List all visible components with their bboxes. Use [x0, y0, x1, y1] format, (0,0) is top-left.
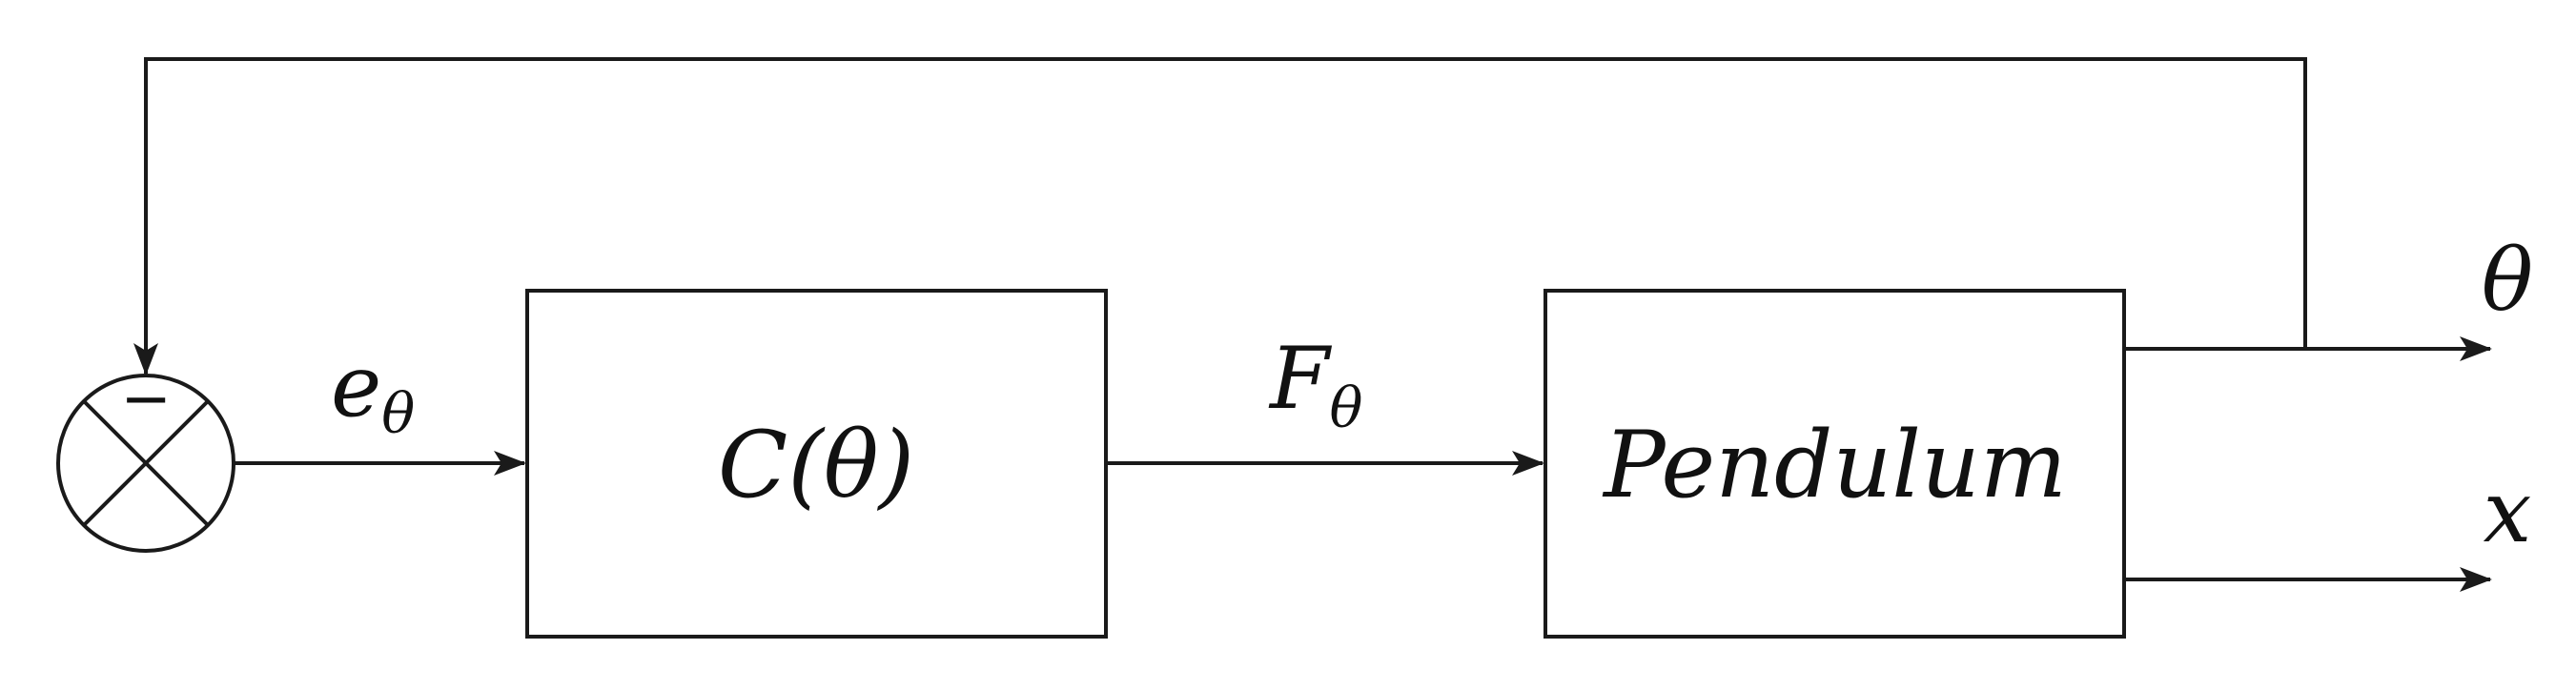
pendulum-box	[1544, 289, 2126, 639]
summing-junction: −	[56, 364, 235, 553]
pendulum-block: Pendulum	[1544, 289, 2126, 639]
pendulum-label: Pendulum	[1602, 412, 2067, 518]
x-output-label: x	[2484, 462, 2532, 562]
error-signal-label: eθ	[331, 336, 415, 446]
controller-label: C(θ)	[718, 412, 914, 518]
feedback-arrow	[133, 57, 2307, 375]
minus-sign: −	[120, 364, 172, 435]
controller-box	[525, 289, 1108, 639]
force-signal-label: Fθ	[1268, 329, 1362, 440]
summing-junction-cross-b	[82, 399, 210, 527]
controller-block: C(θ)	[525, 289, 1108, 639]
theta-output-label: θ	[2482, 231, 2533, 331]
